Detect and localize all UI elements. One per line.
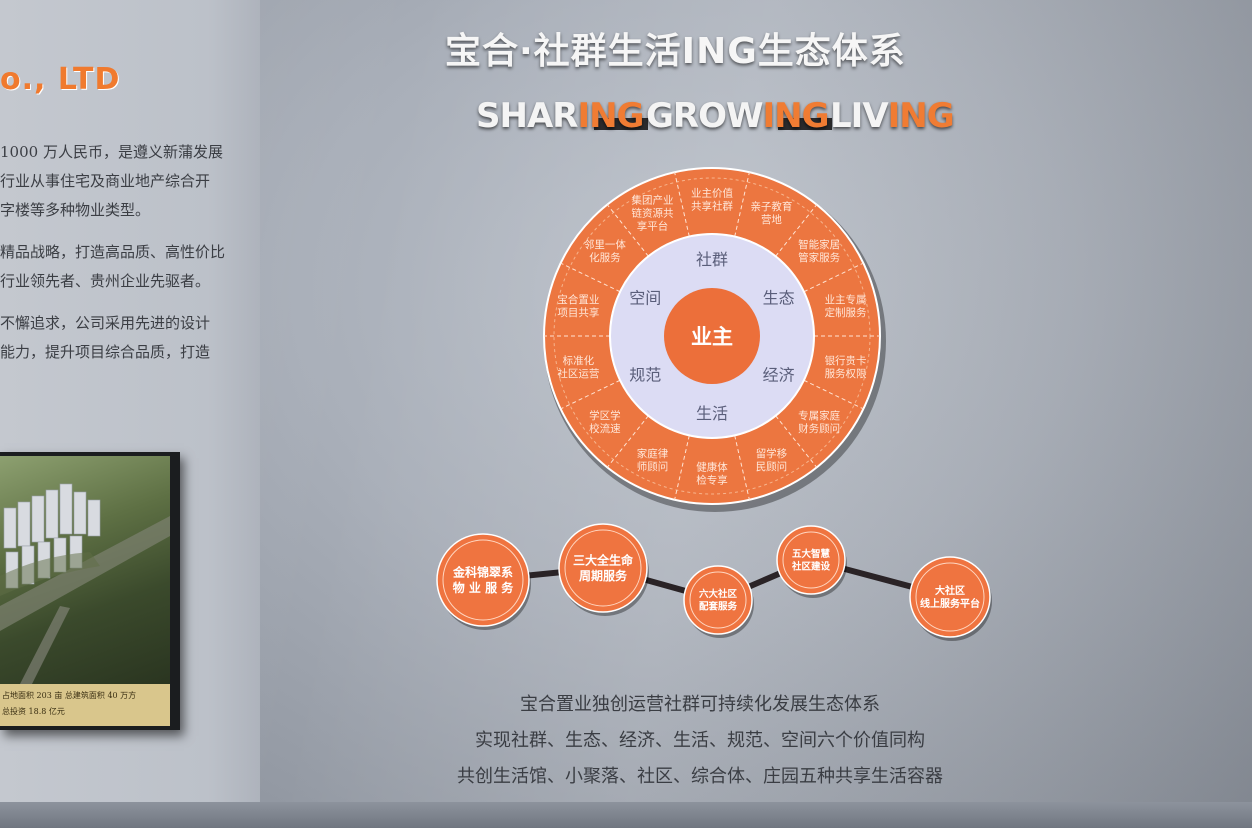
subtitle-living: LIVING [830,96,955,136]
subtitle-bar [778,118,832,130]
project-caption-line: 占地面积 203 亩 总建筑面积 40 万方 [2,691,137,700]
subtitle-growing: GROWING [646,96,830,136]
intro-text-line: 不懈追求，公司采用先进的设计 [0,314,211,332]
project-aerial-photo [0,456,170,684]
project-photo-frame: 占地面积 203 亩 总建筑面积 40 万方 总投资 18.8 亿元 [0,452,180,730]
aerial-buildings-drawing [0,483,170,684]
caption-line-3: 共创生活馆、小聚落、社区、综合体、庄园五种共享生活容器 [457,766,943,787]
subtitle-word: GROW [646,96,763,136]
company-title: o., LTD [0,62,121,97]
subtitle-ing: ING [887,96,955,136]
project-caption: 占地面积 203 亩 总建筑面积 40 万方 总投资 18.8 亿元 [0,684,170,726]
subtitle-ing: ING [762,96,830,136]
subtitle-ing: ING [577,96,644,136]
subtitle-word: LIV [830,96,889,136]
intro-text-line: 行业领先者、贵州企业先驱者。 [0,272,211,290]
intro-text-line: 能力，提升项目综合品质，打造 [0,343,211,361]
floor-edge [0,802,1252,828]
caption-line-2: 实现社群、生态、经济、生活、规范、空间六个价值同构 [475,730,925,751]
subtitle-sharing: SHARING [476,96,644,136]
intro-text-line: 精品战略，打造高品质、高性价比 [0,243,226,261]
intro-text-line: 字楼等多种物业类型。 [0,201,151,219]
intro-text-line: 1000 万人民币，是遵义新蒲发展 [0,143,223,161]
intro-text-line: 行业从事住宅及商业地产综合开 [0,172,211,190]
subtitle-bar [594,118,648,130]
caption-line-1: 宝合置业独创运营社群可持续化发展生态体系 [520,694,880,715]
subtitle-word: SHAR [476,96,578,136]
exhibit-title: 宝合·社群生活ING生态体系 [445,31,906,72]
project-caption-line: 总投资 18.8 亿元 [2,707,65,716]
